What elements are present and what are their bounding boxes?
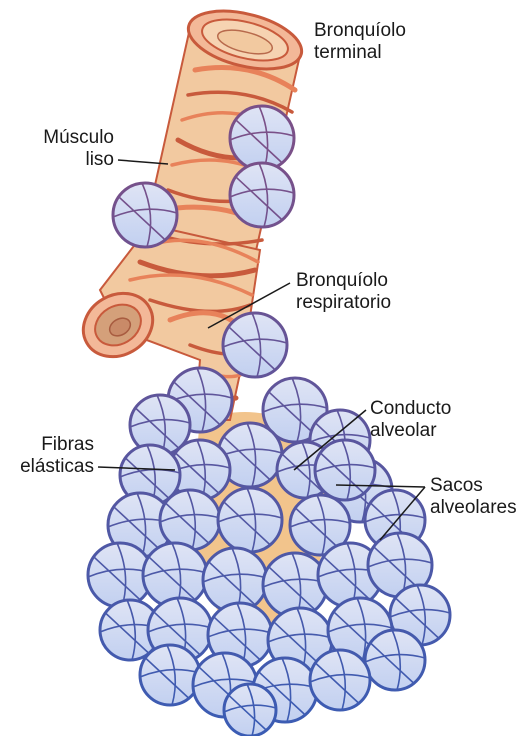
label-conducto-alveolar: Conducto alveolar [370,398,451,442]
label-bronquiolo-terminal: Bronquíolo terminal [314,20,406,64]
label-sacos-alveolares: Sacos alveolares [430,475,517,519]
label-bronquiolo-respiratorio: Bronquíolo respiratorio [296,270,391,314]
alveolus [315,440,375,500]
alveolus [223,313,287,377]
alveolus [218,488,282,552]
label-fibras-elasticas: Fibras elásticas [2,434,94,478]
alveolus [113,183,177,247]
alveolus [224,684,276,736]
alveolus [230,106,294,170]
alveolus [230,163,294,227]
alveolus [310,650,370,710]
alveolus [365,630,425,690]
label-musculo-liso: Músculo liso [26,127,114,171]
alveolus [140,645,200,705]
alveolus [160,490,220,550]
